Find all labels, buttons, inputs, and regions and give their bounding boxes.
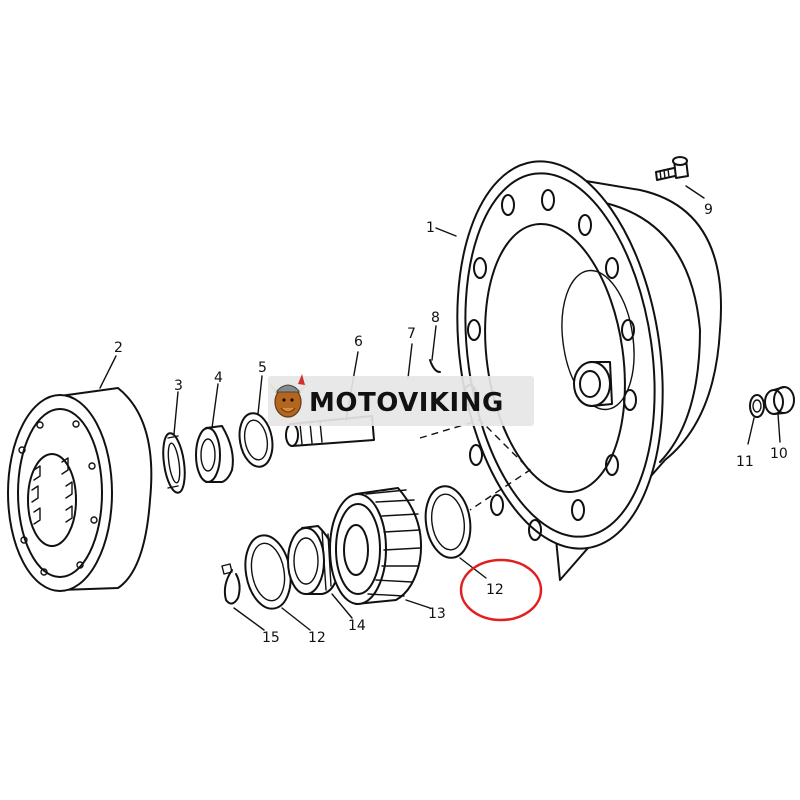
motoviking-watermark: MOTOVIKING — [268, 374, 534, 426]
callout-labels: 1 2 3 4 5 6 7 8 9 10 11 12 13 14 12 15 — [114, 202, 788, 646]
callout-11: 11 — [736, 454, 754, 470]
callout-9: 9 — [704, 202, 713, 218]
part-4-splined-washer — [195, 425, 234, 483]
part-12-ring-right — [424, 485, 472, 559]
callout-4: 4 — [214, 370, 223, 386]
callout-12-left: 12 — [308, 630, 326, 646]
callout-5: 5 — [258, 360, 267, 376]
part-5-snap-ring — [238, 412, 274, 468]
part-12-ring-left — [244, 534, 292, 610]
viking-mascot-icon — [269, 374, 307, 418]
callout-7: 7 — [407, 326, 416, 342]
assembly-dashed-line — [419, 419, 532, 511]
callout-6: 6 — [354, 334, 363, 350]
callout-15: 15 — [262, 630, 280, 646]
part-11-washer — [749, 394, 765, 418]
part-2-splined-hub — [7, 387, 153, 592]
part-15-clip — [221, 563, 241, 605]
callout-1: 1 — [426, 220, 435, 236]
part-8-pin — [429, 359, 441, 373]
part-14-bearing — [287, 525, 339, 595]
highlight-circle — [459, 558, 543, 622]
callout-3: 3 — [174, 378, 183, 394]
part-13-gear — [329, 487, 422, 605]
part-1-housing — [456, 160, 722, 581]
watermark-text: MOTOVIKING — [309, 388, 504, 418]
part-9-bolt — [655, 156, 689, 181]
callout-14: 14 — [348, 618, 366, 634]
part-10-plug — [764, 386, 795, 415]
callout-8: 8 — [431, 310, 440, 326]
callout-10: 10 — [770, 446, 788, 462]
part-3-ring — [162, 432, 186, 494]
callout-12-right: 12 — [486, 582, 504, 598]
callout-2: 2 — [114, 340, 123, 356]
callout-13: 13 — [428, 606, 446, 622]
